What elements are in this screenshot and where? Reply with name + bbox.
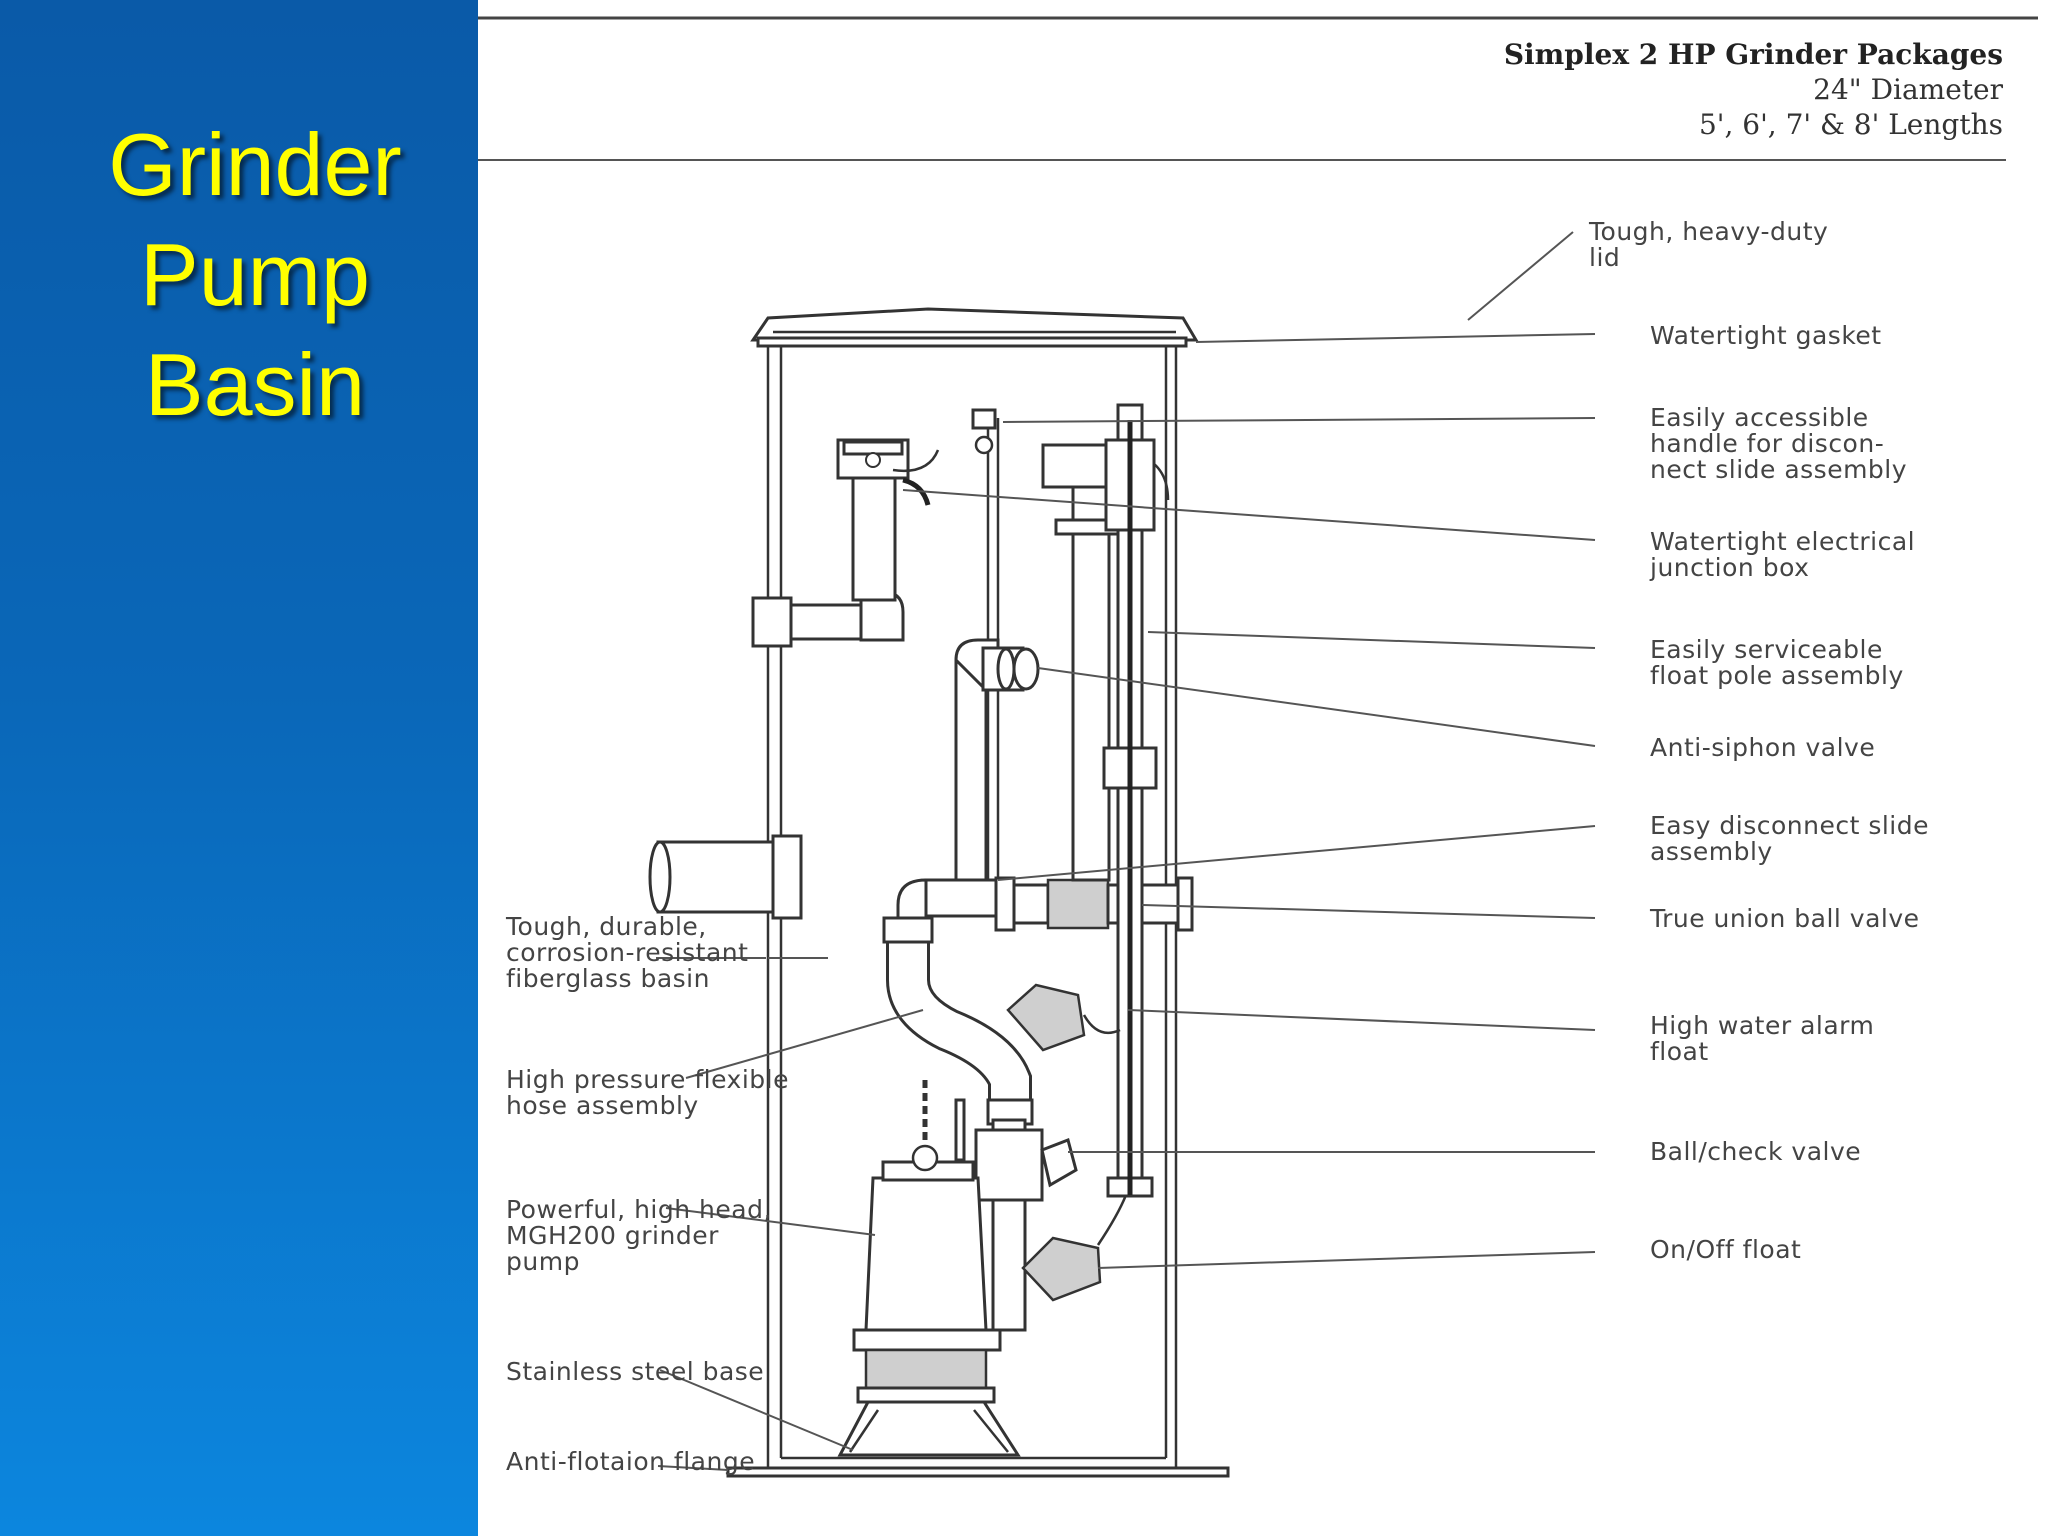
ball-check-valve: [974, 1118, 1078, 1332]
watertight-gasket: [756, 336, 1188, 348]
label-disconnect-handle: Easily accessible handle for discon- nec…: [1650, 403, 1907, 484]
package-lengths: 5', 6', 7' & 8' Lengths: [1699, 108, 2003, 141]
label-stainless-base: Stainless steel base: [506, 1357, 764, 1386]
callouts-right: Tough, heavy-duty lid Watertight gasket …: [1588, 217, 1937, 1264]
leader-lines: [656, 231, 1596, 1471]
basin-lid: [750, 307, 1199, 342]
slide-title: Grinder Pump Basin: [0, 110, 510, 440]
label-ball-valve: True union ball valve: [1649, 904, 1920, 933]
label-anti-siphon-valve: Anti-siphon valve: [1650, 733, 1875, 762]
label-flexible-hose: High pressure flexible hose assembly: [506, 1065, 797, 1120]
float-pole-assembly: [1102, 403, 1158, 1198]
scanned-diagram: Simplex 2 HP Grinder Packages 24" Diamet…: [478, 0, 2048, 1536]
vent-pipe: [751, 438, 940, 648]
label-slide-assembly: Easy disconnect slide assembly: [1650, 811, 1937, 866]
package-title: Simplex 2 HP Grinder Packages: [1504, 38, 2003, 71]
label-lid: Tough, heavy-duty lid: [1588, 217, 1837, 272]
slide-title-line-2: Pump: [140, 225, 370, 324]
callouts-left: Tough, durable, corrosion-resistant fibe…: [505, 912, 797, 1476]
stainless-steel-base: [837, 1400, 1021, 1457]
slide-title-line-1: Grinder: [108, 115, 402, 214]
label-watertight-gasket: Watertight gasket: [1650, 321, 1882, 350]
title-panel: [0, 0, 478, 1536]
diagram-canvas: Simplex 2 HP Grinder Packages 24" Diamet…: [478, 16, 2038, 1478]
anti-flotation-flange: [726, 1466, 1230, 1478]
label-check-valve: Ball/check valve: [1650, 1137, 1861, 1166]
label-grinder-pump: Powerful, high head, MGH200 grinder pump: [506, 1195, 780, 1276]
label-anti-flotation-flange: Anti-flotaion flange: [506, 1447, 755, 1476]
label-on-off-float: On/Off float: [1650, 1235, 1801, 1264]
package-diameter: 24" Diameter: [1813, 73, 2003, 106]
label-junction-box: Watertight electrical junction box: [1649, 527, 1924, 582]
grinder-pump: [852, 1080, 1002, 1404]
slide-title-line-3: Basin: [144, 335, 366, 434]
on-off-float: [1021, 1194, 1128, 1302]
label-float-pole: Easily serviceable float pole assembly: [1650, 635, 1904, 690]
label-basin: Tough, durable, corrosion-resistant fibe…: [505, 912, 757, 993]
flexible-hose-assembly: [882, 916, 1034, 1126]
label-high-water-float: High water alarm float: [1650, 1011, 1883, 1066]
true-union-ball-valve: [1046, 878, 1110, 930]
inlet-pipe: [648, 834, 803, 920]
high-water-alarm-float: [1006, 983, 1121, 1052]
